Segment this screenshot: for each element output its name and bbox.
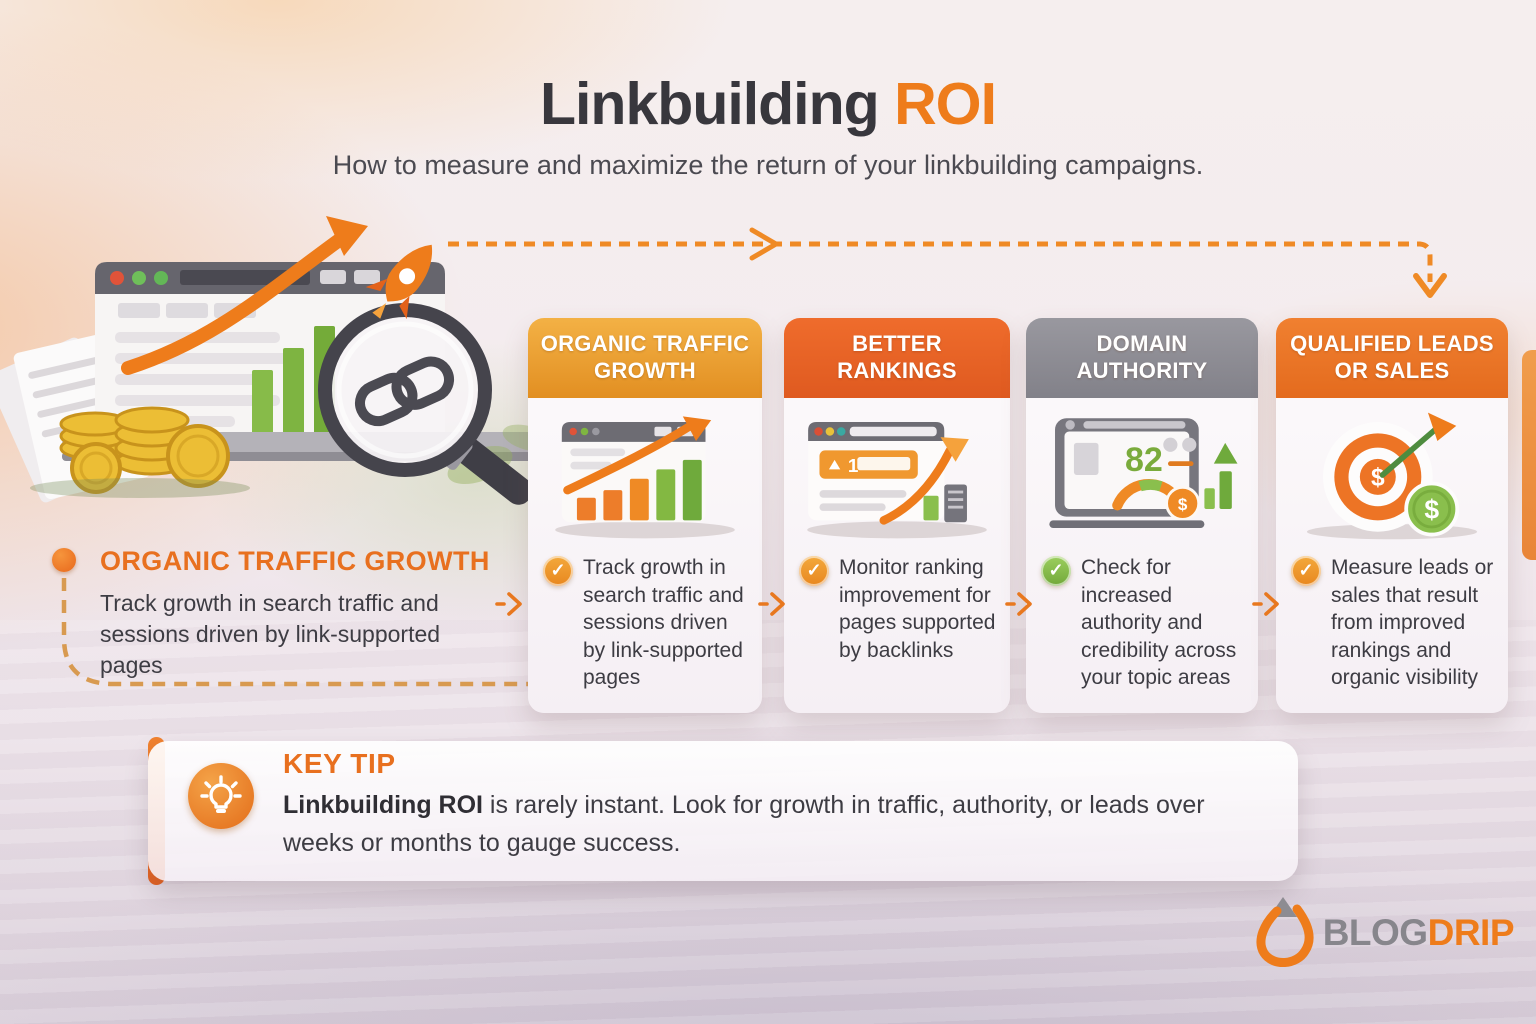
callout-dot — [52, 548, 76, 572]
card-illustration-target-dollar: $ $ — [1276, 398, 1508, 546]
card-domain-authority: DOMAIN AUTHORITY 82 $ ✓ — [1026, 318, 1258, 713]
callout-body: Track growth in search traffic and sessi… — [100, 590, 441, 679]
page-title: Linkbuilding ROI — [0, 70, 1536, 138]
decorative-edge — [1522, 350, 1536, 560]
down-arrowhead-icon — [1413, 273, 1447, 298]
keytip-text: Linkbuilding ROI is rarely instant. Look… — [283, 786, 1233, 862]
check-glyph: ✓ — [550, 560, 566, 581]
card-illustration-bar-chart — [528, 398, 762, 546]
card-title: ORGANIC TRAFFIC GROWTH — [528, 318, 762, 398]
check-glyph: ✓ — [1048, 560, 1064, 581]
page-subtitle: How to measure and maximize the return o… — [332, 150, 1204, 180]
card-body-text: Check for increased authority and credib… — [1081, 556, 1237, 689]
title-accent: ROI — [894, 71, 997, 137]
flow-arrow-icon — [1252, 592, 1279, 616]
card-organic-traffic-growth: ORGANIC TRAFFIC GROWTH — [528, 318, 762, 713]
card-better-rankings: BETTER RANKINGS 1 ✓ — [784, 318, 1010, 713]
dollar-glyph: $ — [1371, 464, 1385, 491]
card-illustration-rank-one: 1 — [784, 398, 1010, 546]
brand-wordmark: BLOGDRIP — [1322, 912, 1515, 954]
card-qualified-leads-or-sales: QUALIFIED LEADS OR SALES $ $ ✓ Measure l… — [1276, 318, 1508, 713]
card-illustration-authority-score: 82 $ — [1026, 398, 1258, 546]
flow-arrow-icon — [495, 592, 522, 616]
card-title: BETTER RANKINGS — [784, 318, 1010, 398]
card-title: DOMAIN AUTHORITY — [1026, 318, 1258, 398]
card-body-text: Monitor ranking improvement for pages su… — [839, 556, 996, 662]
callout-title: ORGANIC TRAFFIC GROWTH — [100, 546, 490, 576]
rocket-icon — [365, 244, 433, 320]
dollar-glyph: $ — [1178, 495, 1188, 514]
dollar-glyph: $ — [1424, 494, 1439, 524]
check-icon: ✓ — [799, 556, 829, 586]
card-body-text: Measure leads or sales that result from … — [1331, 556, 1494, 689]
brand-logo: BLOGDRIP — [1253, 893, 1515, 973]
check-glyph: ✓ — [806, 560, 822, 581]
authority-score: 82 — [1125, 441, 1163, 479]
keytip-box — [148, 741, 1298, 881]
card-title: QUALIFIED LEADS OR SALES — [1276, 318, 1508, 398]
check-icon: ✓ — [543, 556, 573, 586]
check-icon: ✓ — [1291, 556, 1321, 586]
lightbulb-icon — [188, 763, 254, 829]
blogdrip-drop-icon — [1256, 897, 1314, 967]
title-main: Linkbuilding — [540, 71, 880, 137]
flow-arrow-icon — [1005, 592, 1032, 616]
gold-coins-icon — [30, 406, 250, 498]
card-body-text: Track growth in search traffic and sessi… — [583, 556, 744, 689]
keytip-lead: Linkbuilding ROI — [283, 791, 483, 819]
flow-arrow-icon — [758, 592, 785, 616]
flow-chevron-icon — [749, 227, 779, 261]
dashed-flow-line — [448, 241, 1433, 282]
brand-accent: DRIP — [1427, 912, 1515, 953]
check-glyph: ✓ — [1298, 560, 1314, 581]
growth-arrow-icon — [121, 216, 368, 375]
brand-gray: BLOG — [1322, 912, 1428, 953]
magnifier-link-icon — [318, 303, 533, 505]
check-icon: ✓ — [1041, 556, 1071, 586]
hero-illustration — [0, 216, 560, 505]
keytip-label: KEY TIP — [283, 748, 396, 779]
keytip-rest: is rarely instant. Look for growth in tr… — [283, 791, 1205, 857]
rank-number: 1 — [848, 456, 859, 477]
